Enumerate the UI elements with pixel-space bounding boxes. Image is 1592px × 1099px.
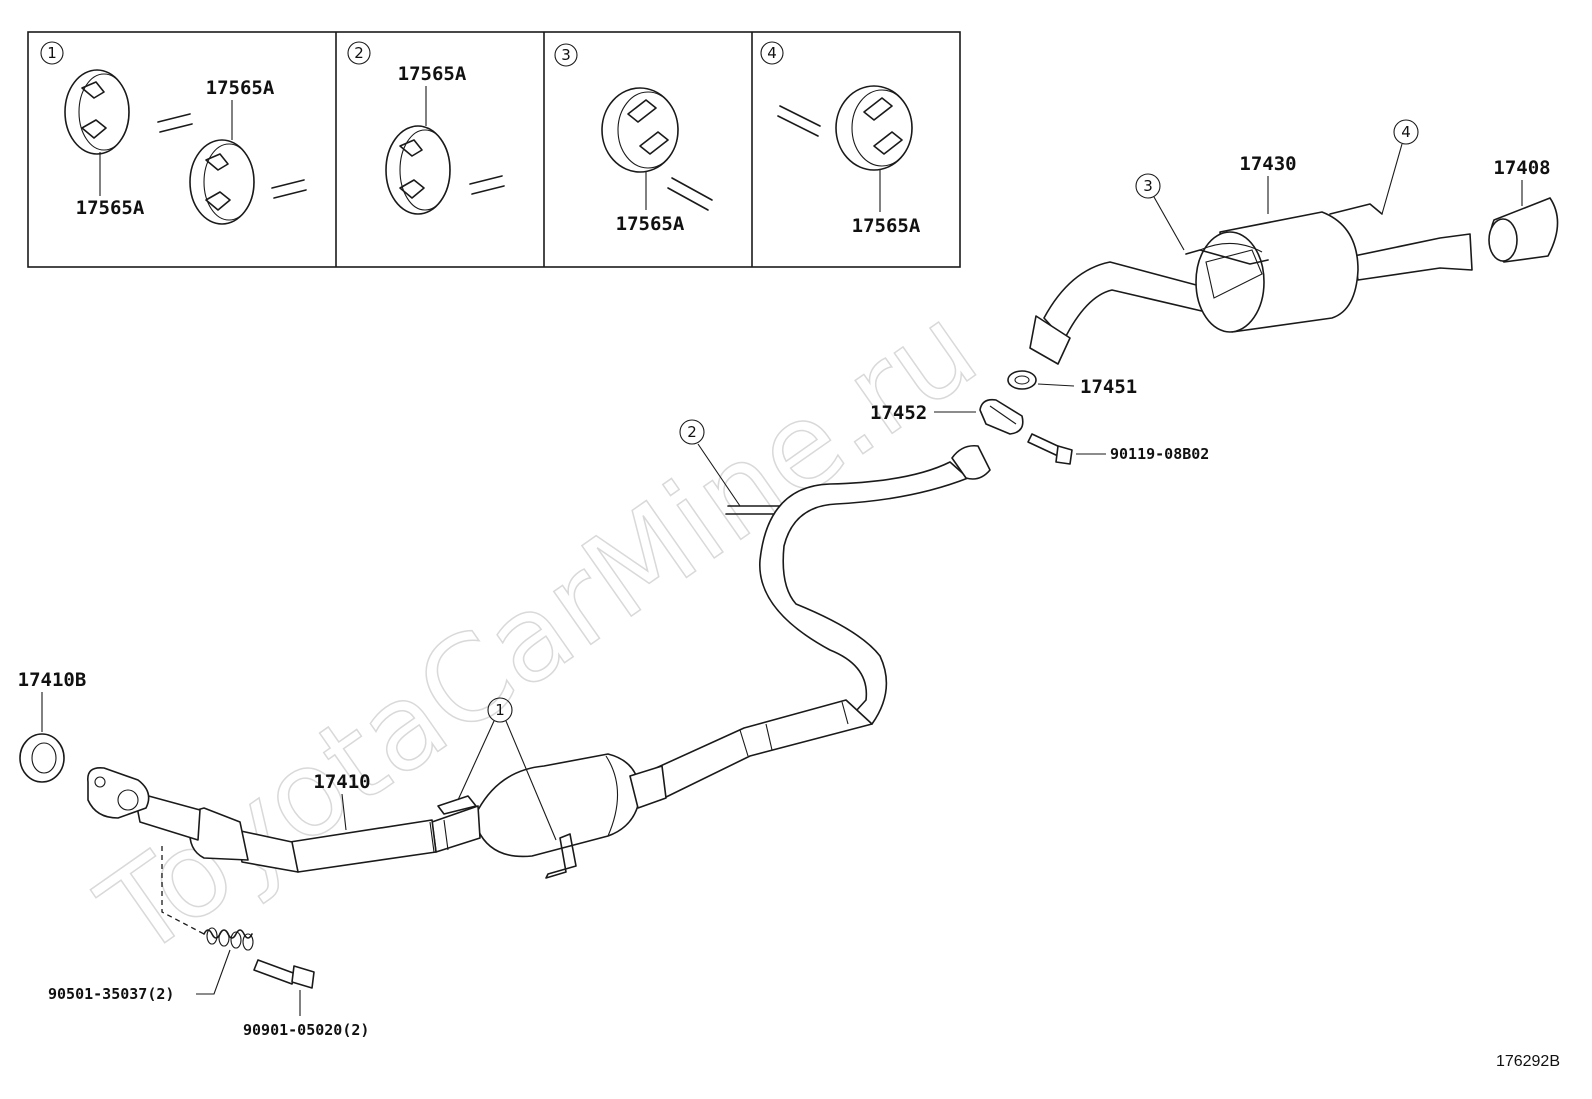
panel-number: 3 xyxy=(561,46,571,64)
part-label: 17565A xyxy=(206,77,275,99)
hanger-rubber-icon xyxy=(601,87,679,173)
gasket-17410b: 17410B xyxy=(18,669,87,783)
part-label: 17565A xyxy=(616,213,685,235)
hanger-rubber-icon xyxy=(835,85,913,171)
detail-panels: 1 17565A 17565A 2 17565A xyxy=(27,31,961,268)
part-label: 90501-35037(2) xyxy=(48,985,174,1003)
part-label: 17565A xyxy=(852,215,921,237)
callout-2: 2 xyxy=(679,419,741,507)
gasket-17451: 17451 xyxy=(1007,370,1137,398)
bolt-90119-08b02: 90119-08B02 xyxy=(1027,433,1209,465)
part-label: 17565A xyxy=(398,63,467,85)
part-label: 17410 xyxy=(313,771,370,793)
hanger-rubber-icon xyxy=(189,139,255,225)
part-label: 90901-05020(2) xyxy=(243,1021,369,1039)
part-label: 17451 xyxy=(1080,376,1137,398)
part-label: 17408 xyxy=(1493,157,1550,179)
front-pipe-17410: 17410 xyxy=(87,753,667,935)
watermark: ToyotaCarMine.ru xyxy=(76,279,1000,984)
hanger-rubber-icon xyxy=(64,69,130,155)
panel-number: 1 xyxy=(47,44,57,62)
bolt-90901-05020: 90901-05020(2) xyxy=(243,959,369,1039)
callout-number: 3 xyxy=(1143,177,1153,195)
clamp-17452: 17452 xyxy=(870,398,1024,435)
callout-number: 2 xyxy=(687,423,697,441)
detail-panel-3: 3 17565A xyxy=(554,43,713,235)
muffler-17430: 17430 xyxy=(1029,153,1473,365)
part-label: 17565A xyxy=(76,197,145,219)
panel-number: 2 xyxy=(354,44,364,62)
callout-3: 3 xyxy=(1135,173,1185,251)
callout-4: 4 xyxy=(1381,119,1419,215)
part-label: 17410B xyxy=(18,669,87,691)
callout-number: 1 xyxy=(495,701,505,719)
detail-panel-4: 4 17565A xyxy=(760,41,921,237)
callout-1: 1 xyxy=(457,697,557,841)
part-label: 17430 xyxy=(1239,153,1296,175)
hanger-rubber-icon xyxy=(385,125,451,215)
detail-panel-frame xyxy=(27,31,961,268)
callout-number: 4 xyxy=(1401,123,1411,141)
part-label: 90119-08B02 xyxy=(1110,445,1209,463)
panel-number: 4 xyxy=(767,44,777,62)
diagram-reference: 176292B xyxy=(1496,1053,1560,1070)
part-label: 17452 xyxy=(870,402,927,424)
tail-tip-17408: 17408 xyxy=(1488,157,1559,263)
detail-panel-2: 2 17565A xyxy=(347,41,505,215)
spring-90501-35037: 90501-35037(2) xyxy=(48,927,254,1003)
detail-panel-1: 1 17565A 17565A xyxy=(40,41,307,225)
